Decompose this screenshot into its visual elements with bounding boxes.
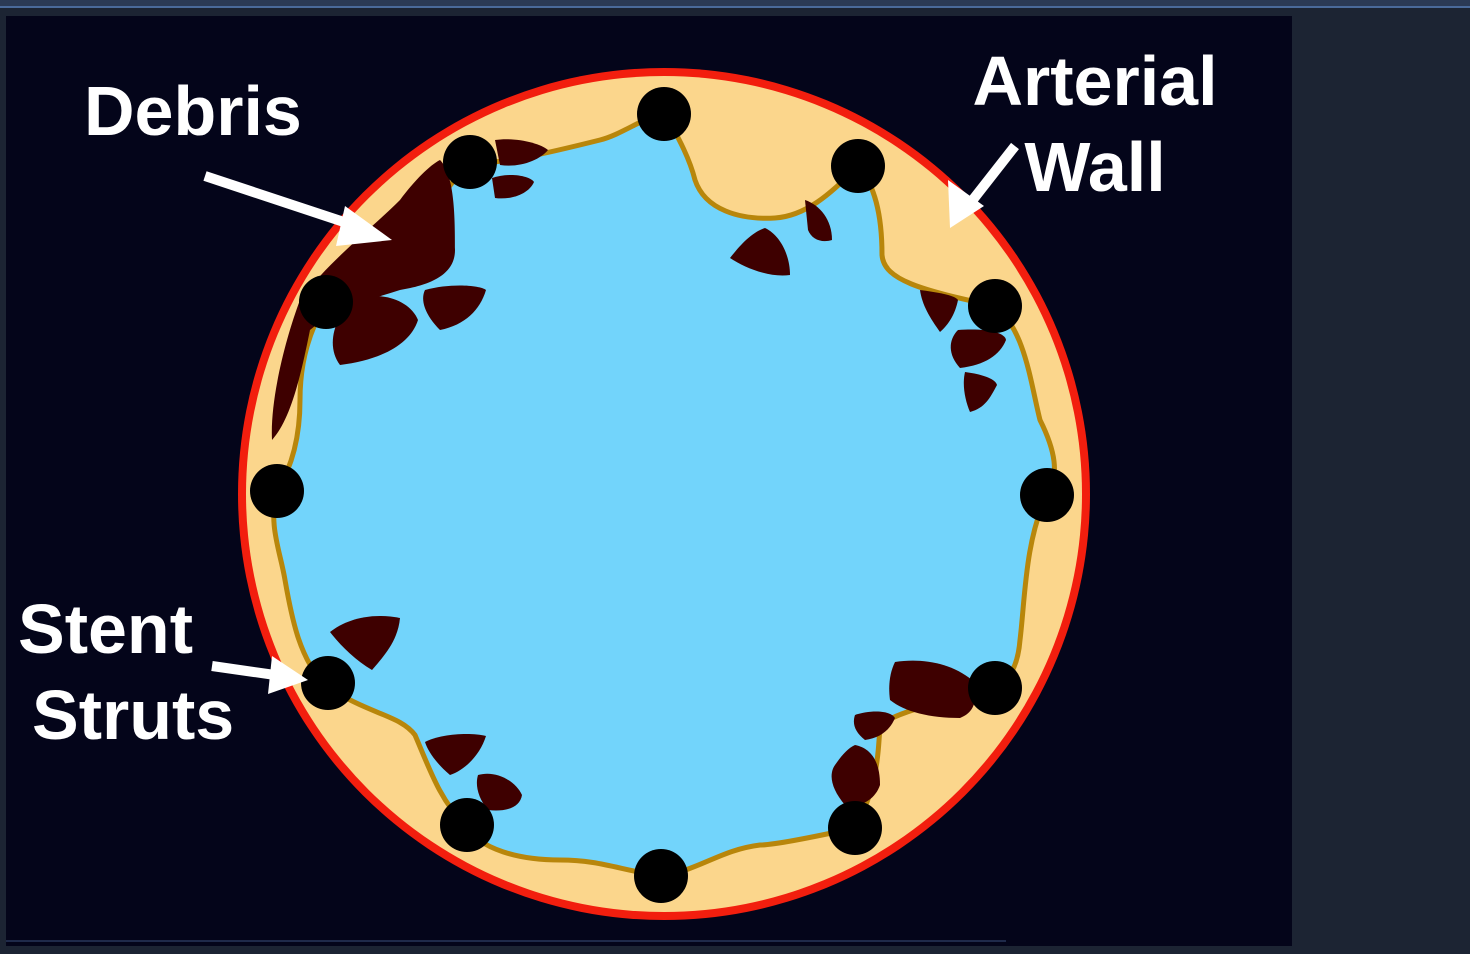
arterial-wall-label-line1: Arterial (962, 38, 1228, 124)
arterial-wall-label-line2: Wall (962, 124, 1228, 210)
arterial-wall-label: Arterial Wall (962, 38, 1228, 210)
stent-strut (443, 135, 497, 189)
stent-strut (828, 801, 882, 855)
stent-strut (299, 275, 353, 329)
stent-strut (634, 849, 688, 903)
stent-strut (250, 464, 304, 518)
stent-struts-label-line1: Stent (14, 586, 264, 672)
stent-struts-label: Stent Struts (14, 586, 264, 758)
stent-strut (301, 656, 355, 710)
stent-strut (968, 661, 1022, 715)
stent-struts-label-line2: Struts (14, 672, 264, 758)
debris-label: Debris (84, 68, 302, 154)
stent-strut (440, 798, 494, 852)
stent-strut (831, 139, 885, 193)
stent-strut (968, 279, 1022, 333)
stent-strut (637, 87, 691, 141)
stent-strut (1020, 468, 1074, 522)
